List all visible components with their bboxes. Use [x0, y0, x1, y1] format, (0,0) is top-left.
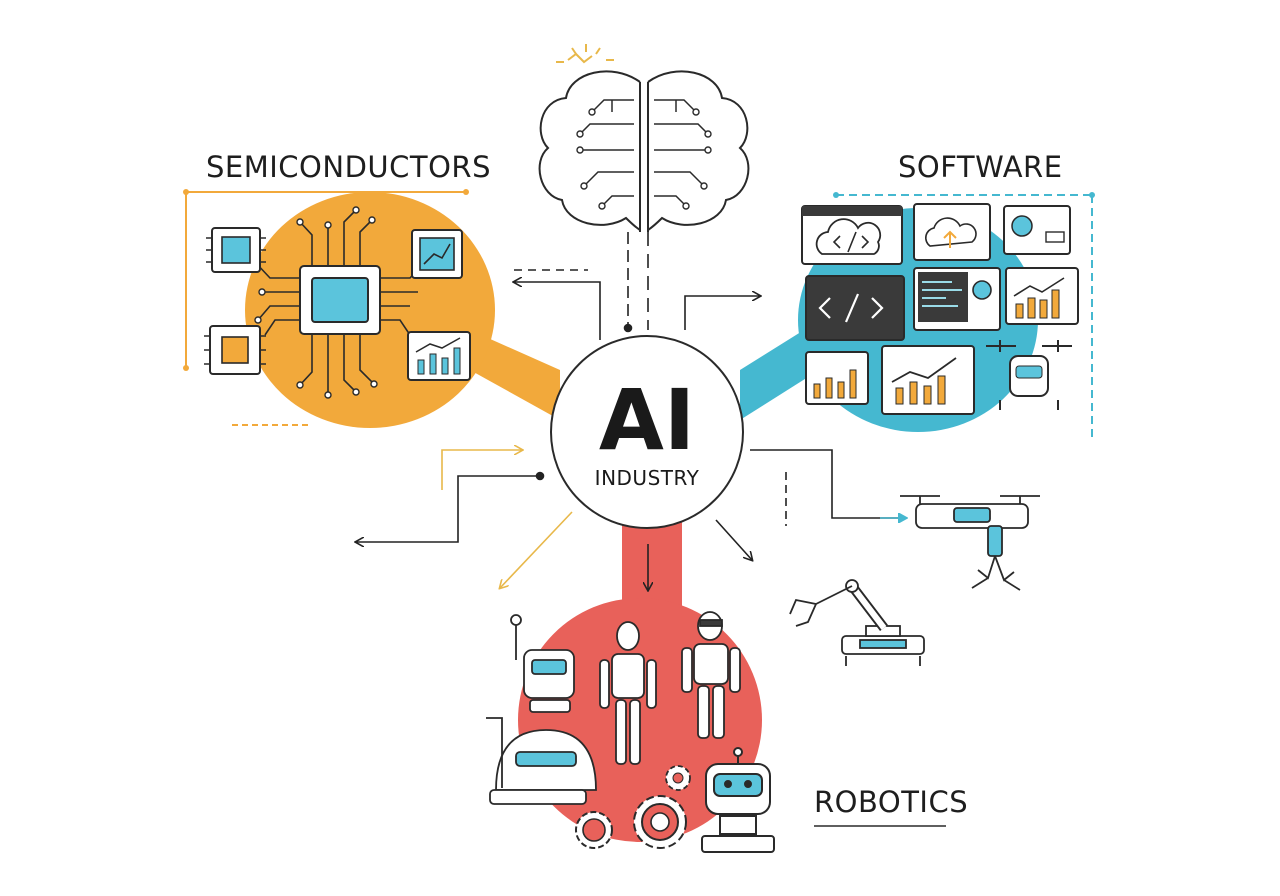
gear-icon	[633, 795, 687, 849]
robotics-label: ROBOTICS	[814, 785, 969, 819]
semiconductors-label: SEMICONDUCTORS	[206, 150, 491, 184]
humanoid-robot-icon	[599, 621, 657, 765]
floor-robot-icon	[486, 717, 597, 805]
terminal-icon	[913, 267, 1001, 331]
brain-circuit-icon	[538, 70, 750, 232]
hub-subtitle: INDUSTRY	[594, 466, 700, 490]
microchip-icon	[206, 227, 266, 273]
robot-head-icon	[701, 747, 775, 853]
ai-hub	[550, 335, 744, 529]
bar-chart-icon	[805, 351, 869, 405]
humanoid-robot-icon	[681, 611, 741, 739]
robot-head-icon	[986, 340, 1072, 410]
cloud-icon	[913, 203, 991, 261]
bar-chart-icon	[1005, 267, 1079, 325]
microchip-icon	[299, 265, 381, 335]
spark-icon	[556, 44, 614, 64]
code-window-icon	[805, 275, 905, 341]
service-robot-icon	[510, 614, 575, 713]
software-sector	[798, 192, 1095, 440]
robotic-arm-icon	[789, 579, 925, 666]
bar-chart-icon	[407, 331, 471, 381]
semiconductor-connector	[470, 330, 560, 420]
cloud-icon	[801, 205, 903, 265]
microchip-icon	[411, 229, 463, 279]
gear-icon	[665, 765, 691, 791]
dashboard-icon	[1003, 205, 1071, 255]
robotics-sector	[486, 598, 946, 853]
semiconductors-sector	[183, 189, 495, 428]
microchip-icon	[204, 325, 266, 375]
drone-icon	[900, 495, 1040, 591]
gear-icon	[575, 811, 613, 849]
line-chart-icon	[881, 345, 975, 415]
software-label: SOFTWARE	[898, 150, 1063, 184]
hub-title: AI	[598, 371, 696, 469]
